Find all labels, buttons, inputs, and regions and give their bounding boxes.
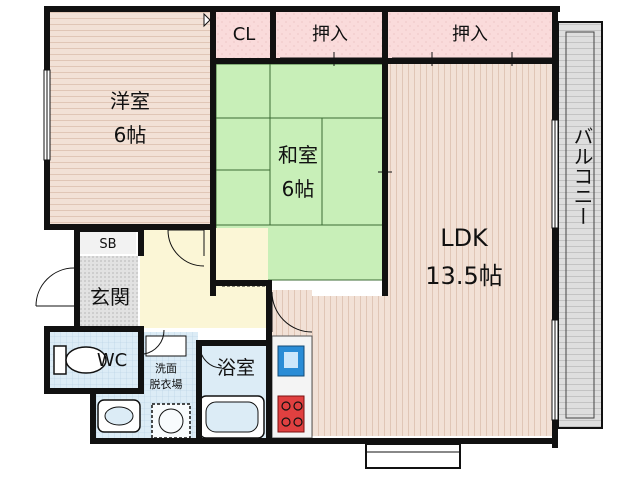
- windows: [43, 69, 559, 469]
- entrance-floor: [80, 256, 138, 326]
- western-room-floor: [50, 10, 212, 225]
- balcony: [557, 21, 603, 429]
- entrance-label: 玄関: [90, 285, 130, 309]
- western-room-size: 6帖: [114, 123, 147, 147]
- kitchen-counter: [271, 335, 313, 439]
- swing-doors: [35, 12, 313, 369]
- washroom-label-line1: 洗面: [155, 362, 177, 375]
- ldk-name: LDK: [440, 224, 489, 252]
- bath-label: 浴室: [217, 357, 255, 379]
- oshiire-left-floor: [276, 10, 384, 58]
- oshiire-right-label: 押入: [452, 24, 488, 45]
- ldk-size: 13.5帖: [425, 262, 502, 290]
- japanese-room-name: 和室: [278, 143, 318, 167]
- sliding-doors: [222, 52, 552, 287]
- oshiire-right-floor: [388, 10, 552, 58]
- stove-icon: [277, 395, 305, 433]
- ldk-floor-left: [272, 290, 312, 330]
- toilet-label: WC: [97, 350, 127, 371]
- sink-counter-icon: [145, 335, 187, 357]
- japanese-room-size: 6帖: [282, 177, 315, 201]
- oshiire-left-label: 押入: [312, 24, 348, 45]
- ldk-floor-lower: [272, 296, 552, 436]
- shoe-box-floor: [80, 232, 136, 254]
- bathtub-icon: [199, 395, 265, 439]
- ldk-floor-upper: [388, 64, 552, 296]
- washroom-label-line2: 脱衣場: [150, 377, 183, 391]
- shoe-box-label: SB: [99, 237, 116, 252]
- balcony-label: バルコニー: [570, 126, 594, 226]
- japanese-room-tatami: [215, 63, 385, 281]
- washbasin-icon: [97, 399, 141, 433]
- western-room-name: 洋室: [110, 89, 150, 113]
- washing-machine-icon: [151, 403, 191, 439]
- closet-floor: [216, 10, 272, 58]
- closet-label: CL: [233, 24, 256, 45]
- toilet-fixture-icon: [53, 345, 107, 375]
